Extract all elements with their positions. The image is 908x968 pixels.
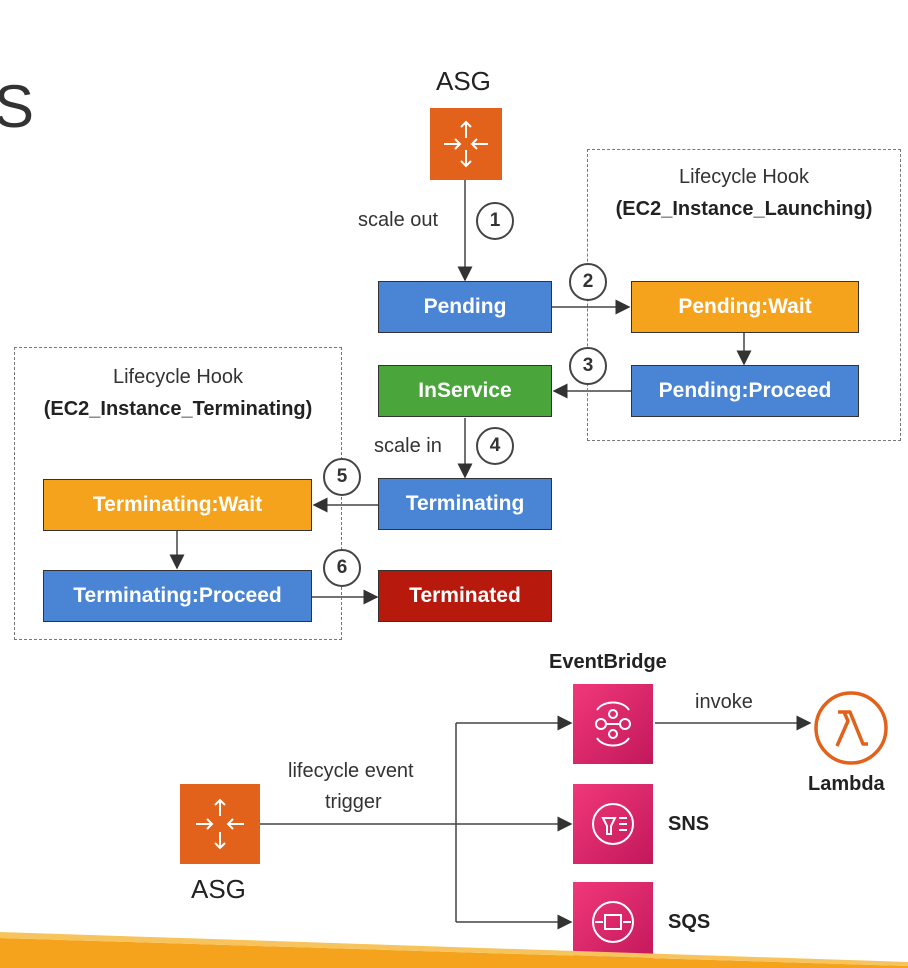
launching-hook-title: Lifecycle Hook — [678, 166, 810, 188]
step-5-badge: 5 — [323, 458, 361, 496]
terminating-hook-title: Lifecycle Hook — [112, 366, 244, 388]
lambda-icon — [814, 691, 888, 765]
state-terminating-proceed: Terminating:Proceed — [43, 570, 312, 622]
state-terminated: Terminated — [378, 570, 552, 622]
state-pending-proceed: Pending:Proceed — [631, 365, 859, 417]
step-4-badge: 4 — [476, 427, 514, 465]
lambda-label: Lambda — [808, 773, 885, 795]
slide-accent-bar — [0, 932, 908, 968]
sns-label: SNS — [668, 813, 710, 835]
lambda-service — [811, 688, 891, 768]
bottom-asg-label: ASG — [191, 874, 246, 904]
bottom-asg-service — [180, 784, 260, 864]
sqs-label: SQS — [668, 911, 711, 933]
eventbridge-label: EventBridge — [549, 651, 667, 673]
eventbridge-service — [573, 684, 653, 764]
step-6-badge: 6 — [323, 549, 361, 587]
asg-icon — [196, 798, 244, 850]
step-1-badge: 1 — [476, 202, 514, 240]
cropped-title-glyph: S — [0, 73, 35, 140]
scale-in-label: scale in — [374, 435, 442, 457]
sqs-service — [573, 882, 653, 962]
trigger-label-line2: trigger — [325, 791, 382, 813]
sns-service — [573, 784, 653, 864]
state-pending: Pending — [378, 281, 552, 333]
launching-hook-name: (EC2_Instance_Launching) — [615, 198, 873, 220]
terminating-hook-name: (EC2_Instance_Terminating) — [43, 398, 313, 420]
state-inservice: InService — [378, 365, 552, 417]
invoke-label: invoke — [695, 691, 753, 713]
asg-icon — [444, 120, 488, 168]
eventbridge-icon — [595, 701, 631, 747]
trigger-label-line1: lifecycle event — [288, 760, 414, 782]
step-3-badge: 3 — [569, 347, 607, 385]
state-terminating: Terminating — [378, 478, 552, 530]
sns-icon — [592, 803, 634, 845]
top-asg-service — [430, 108, 502, 180]
step-2-badge: 2 — [569, 263, 607, 301]
top-asg-label: ASG — [436, 66, 491, 96]
state-pending-wait: Pending:Wait — [631, 281, 859, 333]
scale-out-label: scale out — [358, 209, 439, 231]
state-terminating-wait: Terminating:Wait — [43, 479, 312, 531]
sqs-icon — [592, 901, 634, 943]
